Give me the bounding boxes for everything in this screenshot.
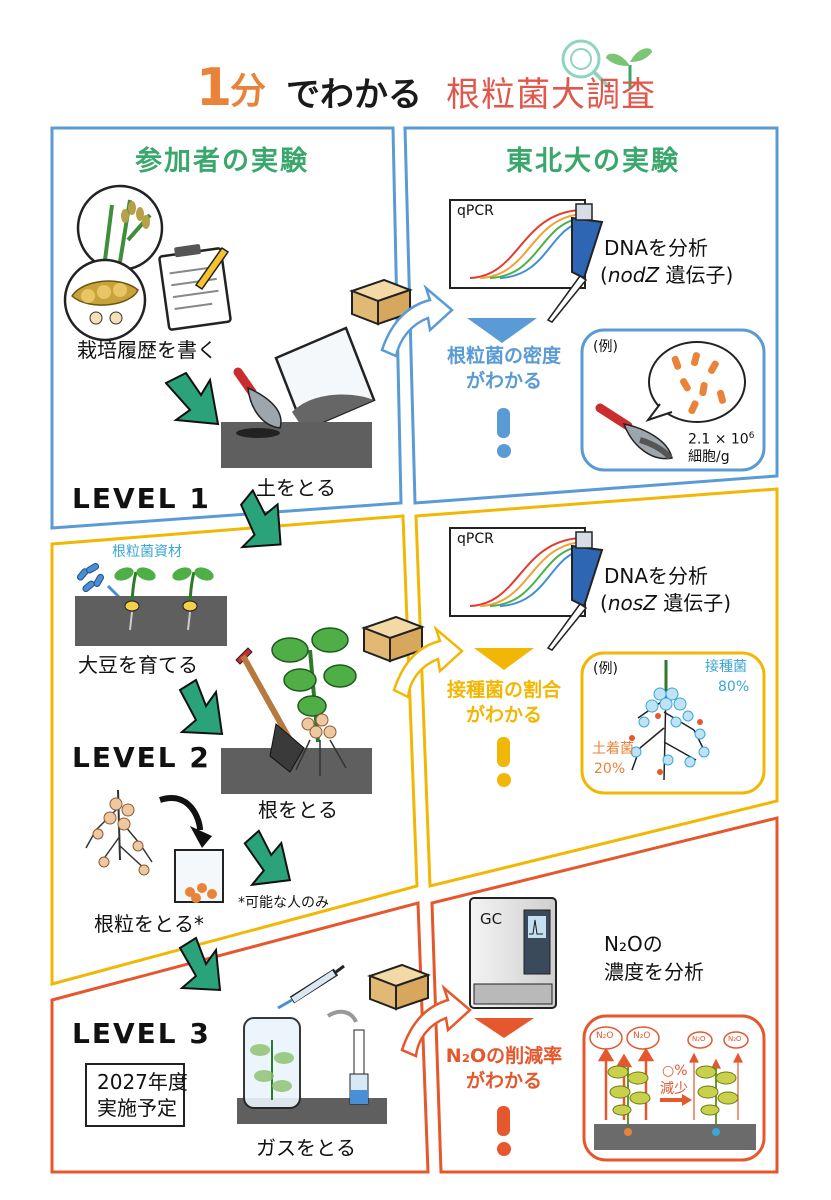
analysis-2-line2: (nosZ 遺伝子): [600, 591, 732, 615]
inoculant-pct: 80%: [718, 679, 750, 695]
native-label: 土着菌: [592, 741, 634, 757]
step-gas: ガスをとる: [256, 1136, 356, 1160]
result-3: N₂Oの削減率がわかる: [445, 1045, 563, 1092]
inoculant-label: 接種菌: [705, 659, 747, 675]
frame-level1-tohoku: [403, 126, 779, 505]
reduction-pct: ○%: [662, 1063, 688, 1079]
soil-layer-1: [221, 422, 372, 468]
crop-bubbles: [63, 184, 164, 342]
box-icon-2: [361, 615, 425, 663]
pipette-icon: [546, 203, 604, 323]
title-middle: でわかる: [286, 75, 422, 115]
shovel-icon: [235, 647, 305, 773]
n2o-tag-4: N₂O: [728, 1035, 742, 1043]
density-value: 2.1 × 106: [688, 431, 755, 448]
frame-level3-tohoku: [430, 816, 779, 1174]
box-icon-3: [367, 963, 431, 1011]
seedling-2: [172, 567, 214, 631]
chamber: [243, 1017, 301, 1109]
pipette-icon-2: [546, 531, 604, 651]
frame-level2-participant: [50, 514, 419, 986]
result-2: 接種菌の割合がわかる: [446, 679, 561, 726]
clipboard-icon: [158, 244, 232, 331]
native-pct: 20%: [594, 761, 626, 777]
reduction-word: 減少: [660, 1081, 688, 1097]
arrow-icon: [164, 371, 220, 426]
seedling-1: [114, 567, 156, 631]
arrow-to-lab-1: [380, 284, 454, 358]
syringe-icon: [277, 964, 345, 1010]
sprout-icon: [606, 48, 652, 88]
qpcr-chart-1: [449, 199, 586, 289]
arrow-icon-5: [178, 936, 222, 992]
n2o-tag-1: N₂O: [596, 1031, 614, 1041]
plant-a: [607, 1065, 651, 1136]
curved-arrow: [159, 795, 203, 831]
title-minute: 分: [230, 71, 267, 112]
frame-level2-tohoku: [414, 487, 779, 888]
arrow-to-lab-2: [392, 625, 464, 699]
result-arrow-2: [474, 648, 534, 670]
analysis-2-line1: DNAを分析: [604, 564, 709, 588]
level2-label: LEVEL 2: [72, 741, 211, 774]
example-2: (例): [593, 661, 618, 677]
level1-label: LEVEL 1: [72, 482, 211, 515]
title-number: 1: [196, 58, 233, 118]
nodule-root: [85, 789, 153, 876]
plan-line2: 実施予定: [97, 1096, 177, 1120]
plan-box: [85, 1063, 185, 1127]
soybean-plant: [271, 627, 357, 776]
step-grow: 大豆を育てる: [78, 653, 198, 677]
qpcr-label-1: qPCR: [457, 203, 494, 219]
step-nodule: 根粒をとる*: [94, 912, 204, 936]
density-unit: 細胞/g: [688, 449, 730, 465]
level3-label: LEVEL 3: [72, 1017, 211, 1050]
result-arrow-3: [474, 1018, 534, 1038]
ratio-root: [629, 660, 710, 781]
trowel-icon: [233, 367, 282, 429]
analysis-1-line1: DNAを分析: [604, 236, 709, 260]
heading-participant: 参加者の実験: [135, 146, 309, 177]
gc-instrument: [469, 897, 557, 1009]
frame-level3-participant: [50, 901, 430, 1174]
qpcr-label-2: qPCR: [457, 531, 494, 547]
sample-tube: [174, 849, 224, 903]
analysis-1-line2: (nodZ 遺伝子): [600, 263, 734, 287]
arrow-icon-4: [243, 829, 292, 887]
n2o-tag-3: N₂O: [692, 1035, 706, 1043]
plant-b: [695, 1065, 739, 1136]
soil-bag: [274, 326, 376, 432]
footnote: *可能な人のみ: [238, 895, 329, 911]
step-root: 根をとる: [258, 798, 338, 822]
magnifier-icon: [561, 39, 610, 88]
arrow-icon-3: [178, 678, 224, 736]
step-soil: 土をとる: [256, 476, 336, 500]
analysis-3-line1: N₂Oの: [604, 932, 663, 956]
plan-line1: 2027年度: [97, 1070, 188, 1094]
frame-level1-participant: [50, 126, 403, 530]
result-1: 根粒菌の密度がわかる: [446, 345, 561, 392]
inoculant-material-label: 根粒菌資材: [112, 544, 182, 560]
example-1: (例): [593, 339, 618, 355]
vial: [349, 1029, 369, 1105]
gc-label: GC: [480, 910, 503, 928]
result-arrow-1: [467, 318, 537, 343]
soil-layer-2: [75, 596, 227, 646]
heading-tohoku: 東北大の実験: [506, 146, 680, 177]
analysis-3-line2: 濃度を分析: [604, 960, 704, 984]
inoculant-particles: [76, 563, 104, 593]
arrow-to-lab-3: [400, 984, 472, 1058]
title-survey: 根粒菌大調査: [446, 75, 656, 115]
trowel-example-icon: [595, 403, 673, 460]
arrow-icon-2: [239, 488, 282, 549]
n2o-tag-2: N₂O: [633, 1031, 651, 1041]
step-history: 栽培履歴を書く: [77, 338, 217, 362]
